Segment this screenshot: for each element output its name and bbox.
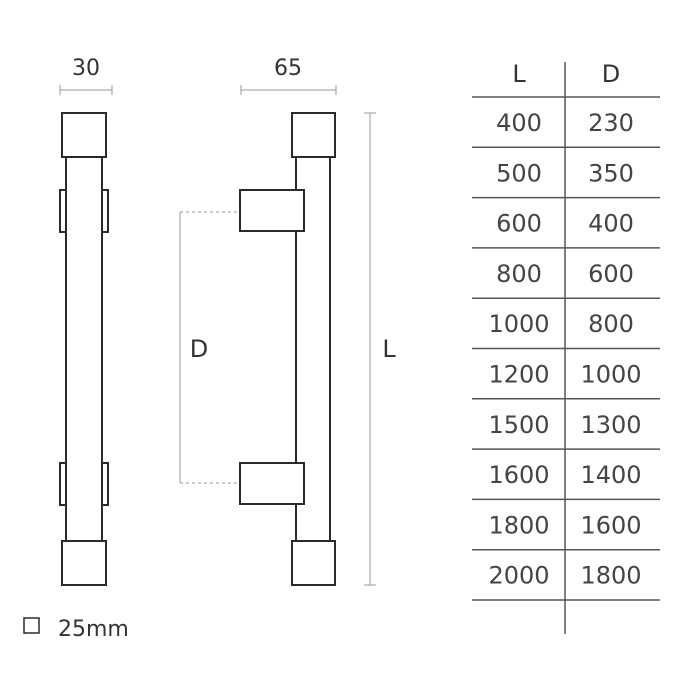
front-upper-right-tab <box>101 189 109 233</box>
side-lower-standoff <box>239 462 305 505</box>
side-top-cap <box>291 112 336 158</box>
side-upper-standoff <box>239 189 305 232</box>
front-top-cap <box>61 112 107 158</box>
table-cell-l: 1600 <box>488 461 549 489</box>
table-cell-d: 400 <box>588 210 634 238</box>
table-cell-d: 1300 <box>580 411 641 439</box>
table-header-l: L <box>512 60 526 88</box>
table-cell-l: 500 <box>496 159 542 187</box>
table-cell-d: 1400 <box>580 461 641 489</box>
table-cell-l: 1000 <box>488 310 549 338</box>
table-cell-d: 800 <box>588 310 634 338</box>
table-header-d: D <box>602 60 620 88</box>
side-view: 65 D L <box>179 56 396 586</box>
table-cell-l: 2000 <box>488 562 549 590</box>
profile-note: 25mm <box>23 617 129 642</box>
table-cell-d: 1600 <box>580 511 641 539</box>
table-cell-d: 230 <box>588 109 634 137</box>
table-cell-l: 1500 <box>488 411 549 439</box>
front-view: 30 <box>59 56 113 586</box>
front-upper-left-tab <box>59 189 67 233</box>
profile-size-label: 25mm <box>58 617 129 642</box>
table-cell-d: 1000 <box>580 361 641 389</box>
table-cell-l: 800 <box>496 260 542 288</box>
front-bar <box>65 155 103 543</box>
table-cell-d: 350 <box>588 159 634 187</box>
front-bottom-cap <box>61 540 107 586</box>
front-lower-left-tab <box>59 462 67 506</box>
length-label: L <box>382 335 396 363</box>
size-table: L D 400 230 500 350 600 400 800 600 1000 800 1200 1… <box>472 60 660 634</box>
side-bottom-cap <box>291 540 336 586</box>
side-depth-label: 65 <box>274 56 302 81</box>
center-distance-label: D <box>190 335 208 363</box>
table-cell-l: 1200 <box>488 361 549 389</box>
table-cell-d: 600 <box>588 260 634 288</box>
table-cell-d: 1800 <box>580 562 641 590</box>
front-lower-right-tab <box>101 462 109 506</box>
square-profile-icon <box>23 617 40 634</box>
table-cell-l: 600 <box>496 210 542 238</box>
table-rows: 400 230 500 350 600 400 800 600 1000 800 1200 1000 1… <box>472 109 660 601</box>
table-cell-l: 400 <box>496 109 542 137</box>
table-cell-l: 1800 <box>488 511 549 539</box>
front-width-label: 30 <box>72 56 100 81</box>
